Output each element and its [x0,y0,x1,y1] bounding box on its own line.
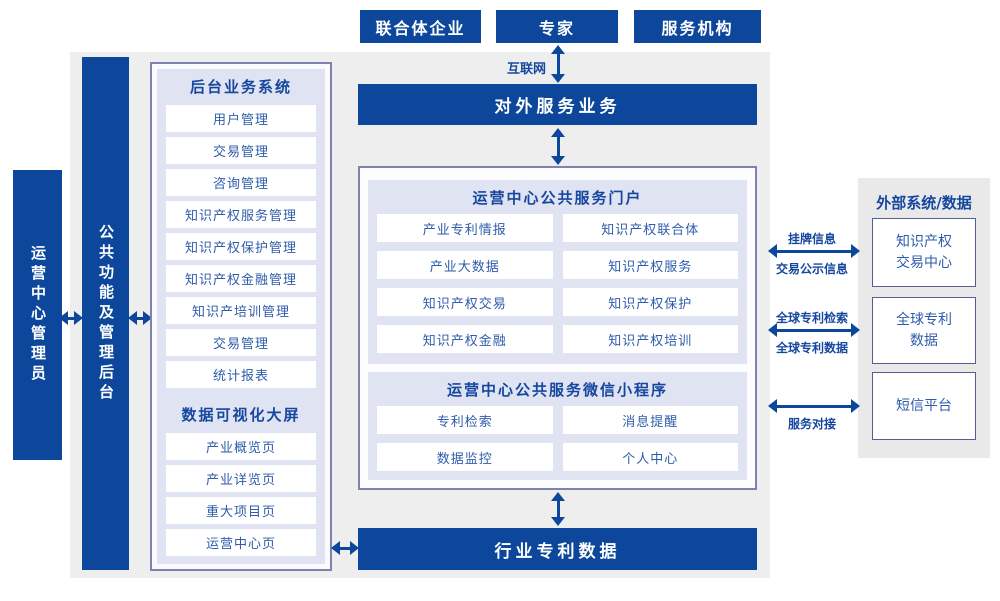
backend-panel: 后台业务系统 用户管理 交易管理 咨询管理 知识产权服务管理 知识产权保护管理 … [150,62,332,571]
backend-title: 后台业务系统 [189,78,292,96]
arrow-platform-backend [128,311,152,325]
backend-item: 统计报表 [166,361,316,388]
backend-subpanel: 后台业务系统 用户管理 交易管理 咨询管理 知识产权服务管理 知识产权保护管理 … [157,69,325,397]
external-system-sms: 短信平台 [872,372,976,440]
miniapp-item: 消息提醒 [562,406,738,434]
arrow-portal-industrydata [551,492,565,526]
portal-title: 运营中心公共服务门户 [472,189,643,207]
arrow-internet-service [551,45,565,83]
portal-grid: 产业专利情报 知识产权联合体 产业大数据 知识产权服务 知识产权交易 知识产权保… [377,214,738,353]
arrow-dashboard-industrydata [331,541,359,555]
dashboard-item: 产业概览页 [166,433,316,460]
portal-item: 知识产权培训 [562,325,738,353]
arrow-shaft [775,249,853,253]
dashboard-title: 数据可视化大屏 [181,406,301,424]
actor-expert-box: 专家 [496,10,618,43]
arrow-global-patent [768,323,860,337]
external-systems-panel: 外部系统/数据 知识产权 交易中心 全球专利 数据 短信平台 [858,178,990,458]
portal-item: 知识产权交易 [377,288,553,316]
backend-item: 知识产权服务管理 [166,201,316,228]
industry-data-band: 行业专利数据 [358,528,757,570]
external-system-ip-exchange: 知识产权 交易中心 [872,218,976,287]
external-systems-title: 外部系统/数据 [876,194,972,212]
external-service-label: 对外服务业务 [494,97,621,117]
operations-admin-box: 运营中心管理员 [13,170,62,460]
external-system-line: 短信平台 [896,397,952,414]
portal-subpanel: 运营中心公共服务门户 产业专利情报 知识产权联合体 产业大数据 知识产权服务 知… [368,180,747,364]
miniapp-grid: 专利检索 消息提醒 数据监控 个人中心 [377,406,738,471]
portal-item: 知识产权保护 [562,288,738,316]
arrow-ip-exchange [768,244,860,258]
link-label-global-patent-data: 全球专利数据 [775,341,848,355]
actor-expert-label: 专家 [538,18,575,38]
dashboard-item: 运营中心页 [166,529,316,556]
link-label-service-connect: 服务对接 [787,417,836,431]
external-system-line: 知识产权 [896,234,952,251]
arrow-shaft [556,52,560,76]
backend-item: 咨询管理 [166,169,316,196]
backend-item: 交易管理 [166,329,316,356]
arrow-shaft [135,316,145,320]
link-label-global-patent-search: 全球专利检索 [775,311,848,325]
center-panel: 运营中心公共服务门户 产业专利情报 知识产权联合体 产业大数据 知识产权服务 知… [358,166,757,490]
arrow-shaft [556,499,560,519]
backend-item: 知识产培训管理 [166,297,316,324]
arrow-shaft [775,404,853,408]
external-service-band: 对外服务业务 [358,84,757,125]
backend-item: 交易管理 [166,137,316,164]
industry-data-label: 行业专利数据 [494,541,621,562]
actor-service-org-label: 服务机构 [661,18,734,38]
actor-service-org-box: 服务机构 [634,10,761,43]
public-platform-label: 公共功能及管理后台 [97,223,115,404]
link-label-trade-publicity: 交易公示信息 [775,262,848,276]
external-system-line: 数据 [910,332,938,349]
public-platform-bar: 公共功能及管理后台 [82,57,129,570]
internet-label: 互联网 [506,62,546,77]
miniapp-item: 数据监控 [377,443,553,471]
portal-item: 知识产权联合体 [562,214,738,242]
arrow-service-portal [551,128,565,165]
operations-admin-label: 运营中心管理员 [29,245,47,385]
backend-item: 知识产权保护管理 [166,233,316,260]
external-system-line: 全球专利 [896,312,952,329]
backend-item: 知识产权金融管理 [166,265,316,292]
external-system-line: 交易中心 [896,254,952,271]
arrow-shaft [338,546,352,550]
arrow-admin-platform [59,311,83,325]
arrow-shaft [66,316,76,320]
portal-item: 知识产权金融 [377,325,553,353]
portal-item: 知识产权服务 [562,251,738,279]
miniapp-item: 个人中心 [562,443,738,471]
dashboard-subpanel: 数据可视化大屏 产业概览页 产业详览页 重大项目页 运营中心页 [157,397,325,564]
miniapp-title: 运营中心公共服务微信小程序 [446,381,668,399]
arrow-sms [768,399,860,413]
backend-item: 用户管理 [166,105,316,132]
portal-item: 产业专利情报 [377,214,553,242]
dashboard-item: 重大项目页 [166,497,316,524]
arrow-shaft [775,328,853,332]
actor-consortium-box: 联合体企业 [360,10,481,43]
link-label-listing-info: 挂牌信息 [787,232,836,246]
actor-consortium-label: 联合体企业 [375,18,466,38]
portal-item: 产业大数据 [377,251,553,279]
external-system-global-patent: 全球专利 数据 [872,297,976,364]
arrow-shaft [556,135,560,158]
miniapp-subpanel: 运营中心公共服务微信小程序 专利检索 消息提醒 数据监控 个人中心 [368,372,747,480]
dashboard-item: 产业详览页 [166,465,316,492]
miniapp-item: 专利检索 [377,406,553,434]
